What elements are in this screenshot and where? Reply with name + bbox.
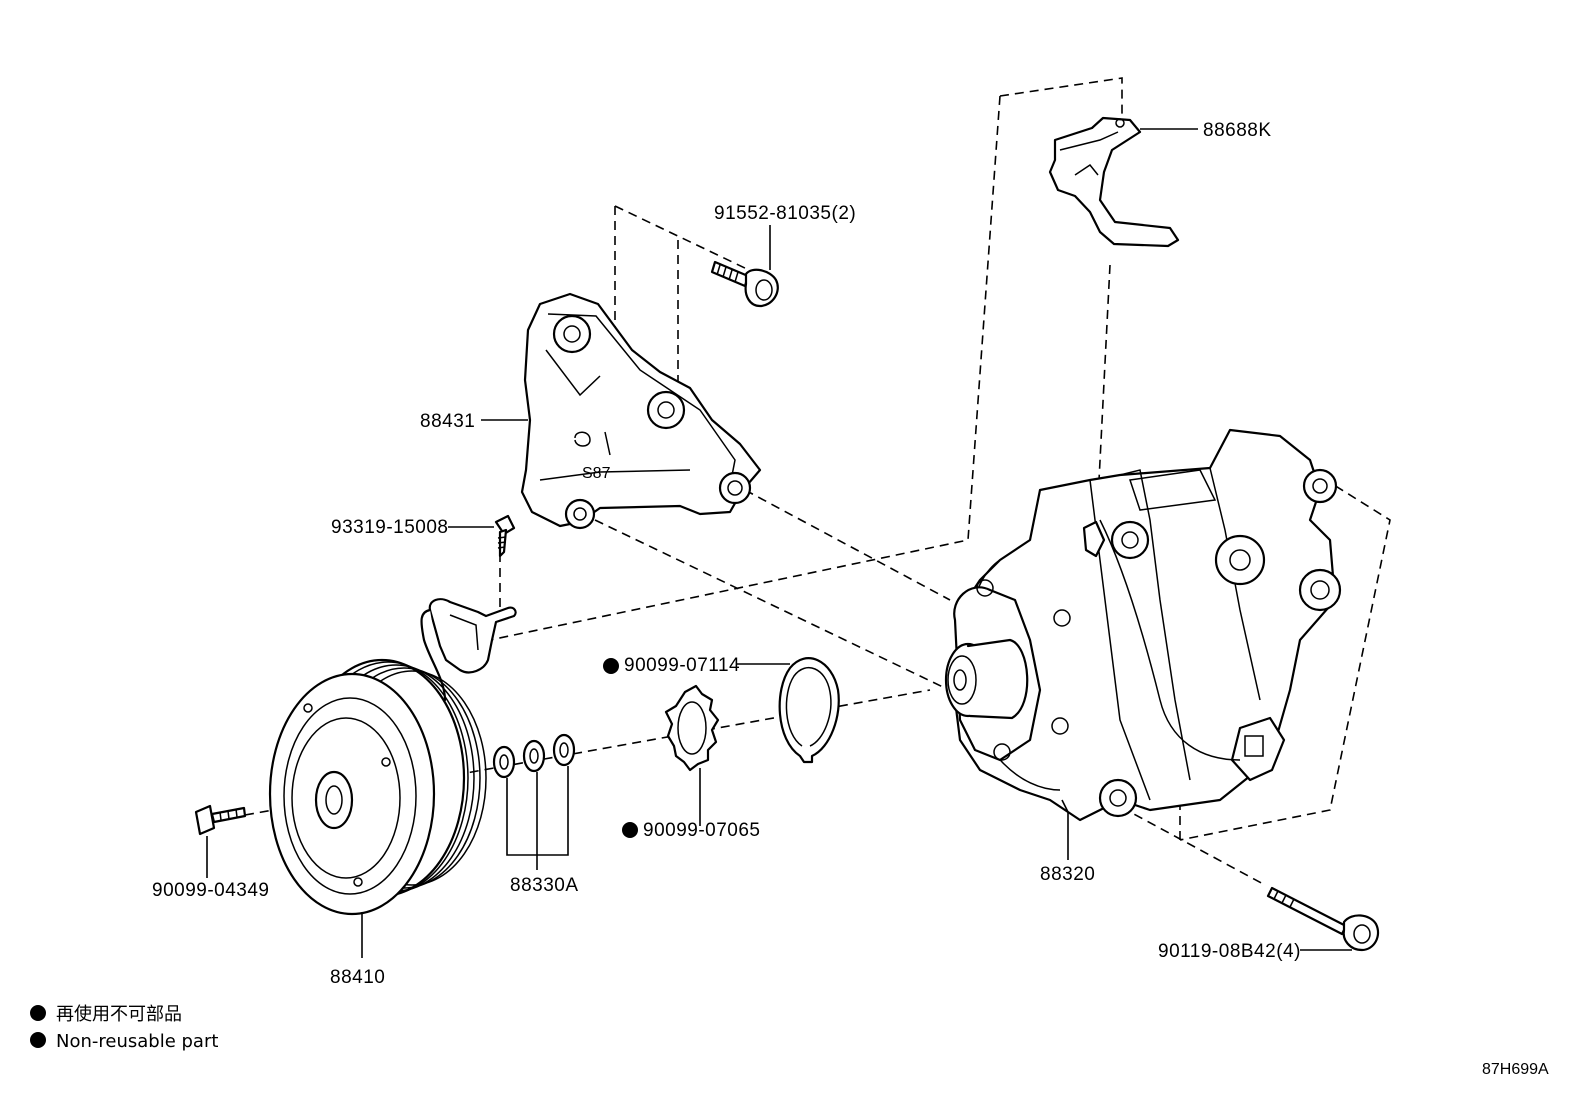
- bracket-88431: S87: [520, 292, 762, 530]
- label-90099-07114: 90099-07114: [624, 655, 740, 676]
- casting-mark: S87: [582, 465, 611, 482]
- lock-ring-90099-07065: [664, 684, 720, 772]
- leader-lines: [206, 128, 1352, 958]
- label-90099-04349: 90099-04349: [152, 880, 270, 901]
- label-90099-07065: 90099-07065: [643, 820, 761, 841]
- pulley-88410: [268, 658, 487, 916]
- legend-english: Non-reusable part: [56, 1031, 218, 1052]
- snap-ring-90099-07114: [778, 657, 840, 764]
- label-88688k: 88688K: [1203, 120, 1272, 141]
- compressor-88320: [944, 428, 1342, 822]
- bracket-88688k: [1048, 116, 1180, 248]
- legend-bullet: [30, 1032, 46, 1048]
- label-88410: 88410: [330, 967, 385, 988]
- legend-japanese: 再使用不可部品: [56, 1004, 182, 1025]
- wire-harness: [420, 598, 517, 702]
- non-reusable-bullet: [603, 658, 619, 674]
- bolt-91552: [710, 260, 779, 308]
- bolt-90119: [1266, 886, 1380, 952]
- screw-93319: [494, 514, 516, 558]
- bolt-90099-04349: [194, 804, 247, 836]
- part-labels: 88688K 91552-81035(2) 88431 93319-15008 …: [152, 120, 1301, 988]
- diagram-code: 87H699A: [1482, 1061, 1549, 1078]
- label-88431: 88431: [420, 411, 475, 432]
- label-93319: 93319-15008: [331, 517, 449, 538]
- non-reusable-bullet: [622, 822, 638, 838]
- label-88330a: 88330A: [510, 875, 579, 896]
- legend: 再使用不可部品 Non-reusable part: [30, 1004, 218, 1052]
- label-88320: 88320: [1040, 864, 1095, 885]
- shims-88330a: [492, 733, 576, 779]
- legend-bullet: [30, 1005, 46, 1021]
- label-90119: 90119-08B42(4): [1158, 941, 1301, 962]
- label-91552: 91552-81035(2): [714, 203, 856, 224]
